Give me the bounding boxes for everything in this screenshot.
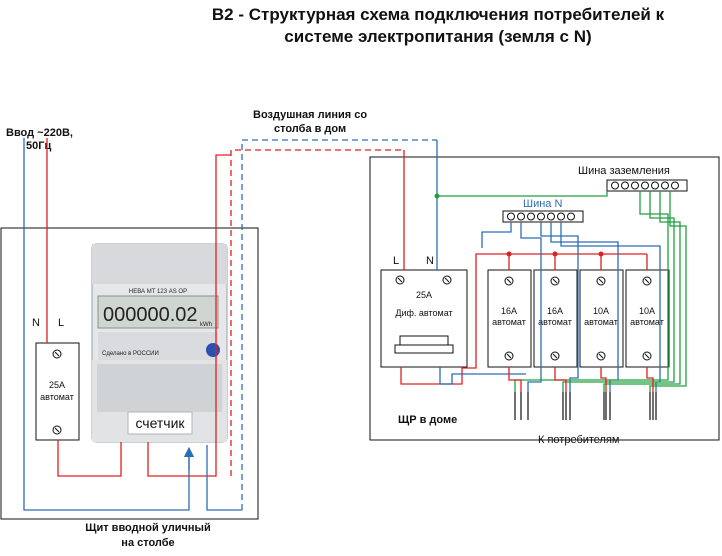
branch-breaker-type: автомат [584,317,618,327]
meter-unit: kWh [200,322,212,328]
ground-bus [606,179,688,192]
meter-made-in: Сделано в РОССИИ [102,351,159,357]
branch-breaker-rating: 16A [547,306,563,316]
branch-breaker-type: автомат [538,317,572,327]
input-label-line2: 50Гц [26,140,51,152]
overhead-neutral-line [241,139,437,510]
street-panel-label-line1: Щит вводной уличный [85,522,210,534]
branch-breaker: 10A автомат [579,269,624,368]
house-panel-label: ЩР в доме [398,414,457,426]
electricity-meter: НЕВА МТ 123 AS OP 000000.02 kWh Сделано … [91,243,228,443]
meter-seal-icon [206,343,220,357]
overhead-line-label-line2: столба в дом [274,123,346,135]
pole-breaker-type: автомат [40,392,74,402]
street-panel-label-line2: на столбе [121,537,174,549]
branch-breaker-rating: 16A [501,306,517,316]
diagram-title-line2: системе электропитания (земля с N) [284,27,591,46]
overhead-line-label-line1: Воздушная линия со [253,109,367,121]
branch-breaker: 16A автомат [487,269,532,368]
rcbo-rating: 25A [416,290,432,300]
branch-breaker-type: автомат [630,317,664,327]
pole-breaker-term-l: L [58,317,64,329]
neutral-bus [502,210,584,223]
phase-wires [46,138,648,477]
street-panel [0,227,259,520]
branch-breaker-type: автомат [492,317,526,327]
input-label-line1: Ввод ~220В, [6,127,73,139]
branch-breaker-rating: 10A [639,306,655,316]
pole-breaker-term-n: N [32,317,40,329]
junction-dots [506,251,604,257]
pole-breaker-rating: 25A [49,380,65,390]
rcbo-type: Диф. автомат [395,308,452,318]
rcbo-breaker: 25A Диф. автомат [380,269,468,368]
branch-breaker-rating: 10A [593,306,609,316]
rcbo-term-n: N [426,255,434,267]
consumers-label: К потребителям [538,434,620,446]
consumer-cables [514,392,657,420]
overhead-phase-line [230,149,404,476]
meter-label: счетчик [135,415,185,431]
rcbo-term-l: L [393,255,399,267]
branch-phase-out [508,367,654,392]
pole-breaker: 25A автомат [35,342,80,441]
meter-model: НЕВА МТ 123 AS OP [129,289,187,295]
ground-junction-icon [434,193,440,199]
ground-wires [437,191,687,392]
neutral-bus-label: Шина N [523,198,562,210]
branch-breaker: 10A автомат [625,269,670,368]
diagram-title-line1: В2 - Структурная схема подключения потре… [212,5,665,24]
meter-reading: 000000.02 [103,304,198,326]
ground-bus-label: Шина заземления [578,165,670,177]
house-panel [369,156,720,441]
